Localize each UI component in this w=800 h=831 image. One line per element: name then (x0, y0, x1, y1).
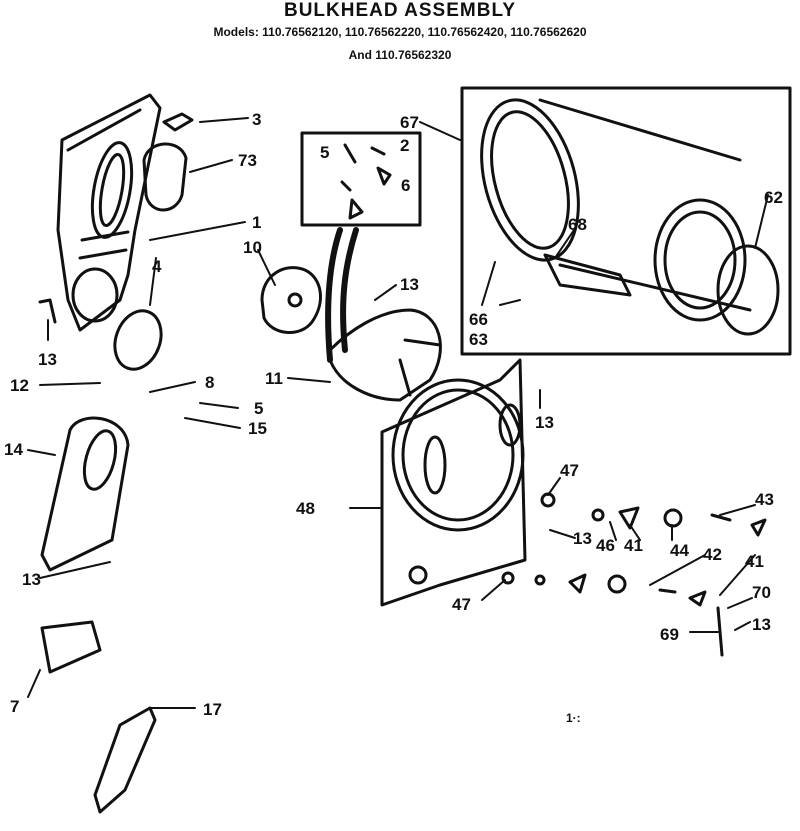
callout-12: 12 (10, 376, 29, 395)
drive-belt (325, 227, 359, 363)
callout-6: 6 (401, 176, 410, 195)
callout-11: 11 (265, 369, 283, 388)
callout-5: 5 (254, 399, 263, 418)
part-69-rod (716, 606, 724, 657)
diagram-title: BULKHEAD ASSEMBLY (283, 0, 516, 21)
callout-10: 10 (243, 238, 262, 257)
callout-13: 13 (535, 413, 554, 432)
part-67-drum (480, 98, 752, 322)
callout-68: 68 (568, 215, 587, 234)
callout-15: 15 (248, 419, 267, 438)
leader-lines (27, 117, 769, 709)
callout-44: 44 (670, 541, 689, 560)
part-11-bearing-housing (328, 308, 442, 402)
callout-73: 73 (238, 151, 257, 170)
callout-41: 41 (624, 536, 643, 555)
part-62-seal-ring (716, 244, 780, 336)
callout-13: 13 (752, 615, 771, 634)
callout-17: 17 (203, 700, 222, 719)
callout-3: 3 (252, 110, 261, 129)
part-17-hinge (93, 706, 157, 814)
callout-2: 2 (400, 136, 409, 155)
callout-63: 63 (469, 330, 488, 349)
part-10-impeller (260, 266, 322, 335)
callout-1: 1 (252, 213, 261, 232)
callout-13: 13 (22, 570, 41, 589)
callout-62: 62 (764, 188, 783, 207)
part-73-seal (142, 142, 188, 212)
callout-66: 66 (469, 310, 488, 329)
callout-47: 47 (452, 595, 471, 614)
part-7-bracket (40, 620, 102, 674)
models-and-line: And 110.76562320 (348, 48, 452, 62)
callout-70: 70 (752, 583, 771, 602)
inset-box-drum (460, 86, 792, 356)
callout-labels: 3 73 1 4 13 10 5 2 6 13 67 68 62 66 63 1… (4, 110, 783, 725)
part-13-screw (38, 298, 57, 324)
callout-42: 42 (703, 545, 722, 564)
part-4-ring (113, 309, 163, 371)
callout-47: 47 (560, 461, 579, 480)
callout-67: 67 (400, 113, 419, 132)
callout-4: 4 (152, 257, 162, 276)
callout-7: 7 (10, 697, 19, 716)
part-14-duct (40, 416, 130, 572)
callout-69: 69 (660, 625, 679, 644)
callout-43: 43 (755, 490, 774, 509)
models-line: Models: 110.76562120, 110.76562220, 110.… (213, 25, 587, 39)
part-3-clip (162, 112, 194, 132)
callout-41: 41 (745, 552, 764, 571)
part-1-front-panel (56, 93, 162, 332)
callout-48: 48 (296, 499, 315, 518)
stray-mark: 1·: (566, 711, 581, 725)
callout-13: 13 (400, 275, 419, 294)
callout-14: 14 (4, 440, 23, 459)
inset-box (300, 131, 422, 227)
part-48-rear-bulkhead (380, 358, 527, 607)
callout-8: 8 (205, 373, 214, 392)
idler-parts-row (501, 492, 767, 657)
callout-13: 13 (573, 529, 592, 548)
callout-13: 13 (38, 350, 57, 369)
callout-46: 46 (596, 536, 615, 555)
callout-5: 5 (320, 143, 329, 162)
